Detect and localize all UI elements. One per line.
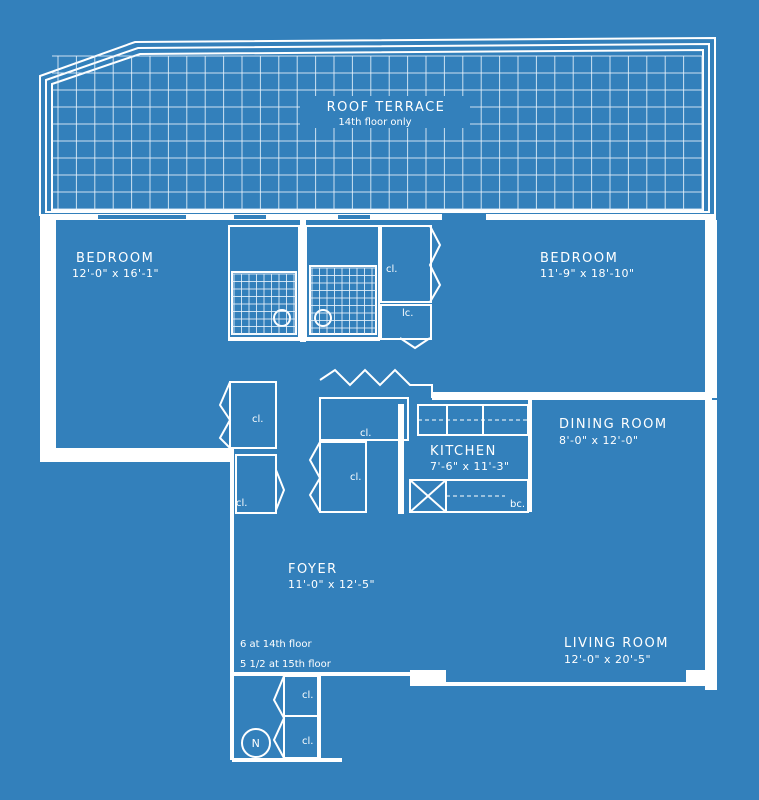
- foyer-dims: 11'-0" x 12'-5": [288, 578, 375, 591]
- bedroom-right-label: BEDROOM: [540, 251, 618, 266]
- closet-label: cl.: [252, 414, 263, 425]
- terrace-tile-grid: [52, 55, 703, 210]
- floor-note-15: 5 1/2 at 15th floor: [240, 659, 332, 670]
- linen-closet-label: lc.: [402, 308, 413, 319]
- kitchen-dims: 7'-6" x 11'-3": [430, 460, 510, 473]
- bedroom-right-dims: 11'-9" x 18'-10": [540, 267, 635, 280]
- dining-room-label: DINING ROOM: [559, 417, 668, 432]
- closet-label: cl.: [236, 498, 247, 509]
- closet-label: cl.: [302, 690, 313, 701]
- roof-terrace-note: 14th floor only: [338, 117, 411, 128]
- bathroom-tile-grid: [232, 267, 376, 335]
- closet-label: cl.: [302, 736, 313, 747]
- floor-note-14: 6 at 14th floor: [240, 639, 312, 650]
- north-compass-icon: N: [241, 728, 271, 758]
- bedroom-left-dims: 12'-0" x 16'-1": [72, 267, 159, 280]
- broom-closet-label: bc.: [510, 499, 525, 510]
- closet-label: cl.: [386, 264, 397, 275]
- roof-terrace: ROOF TERRACE 14th floor only: [39, 36, 716, 216]
- bedroom-left-label: BEDROOM: [76, 251, 154, 266]
- dining-room-dims: 8'-0" x 12'-0": [559, 434, 639, 447]
- kitchen-label: KITCHEN: [430, 444, 497, 459]
- roof-terrace-label: ROOF TERRACE: [327, 100, 446, 115]
- walls: [40, 214, 717, 762]
- closet-label: cl.: [350, 472, 361, 483]
- compass-label: N: [252, 737, 261, 750]
- closet-label: cl.: [360, 428, 371, 439]
- living-room-label: LIVING ROOM: [564, 636, 669, 651]
- foyer-label: FOYER: [288, 562, 338, 577]
- living-room-dims: 12'-0" x 20'-5": [564, 653, 651, 666]
